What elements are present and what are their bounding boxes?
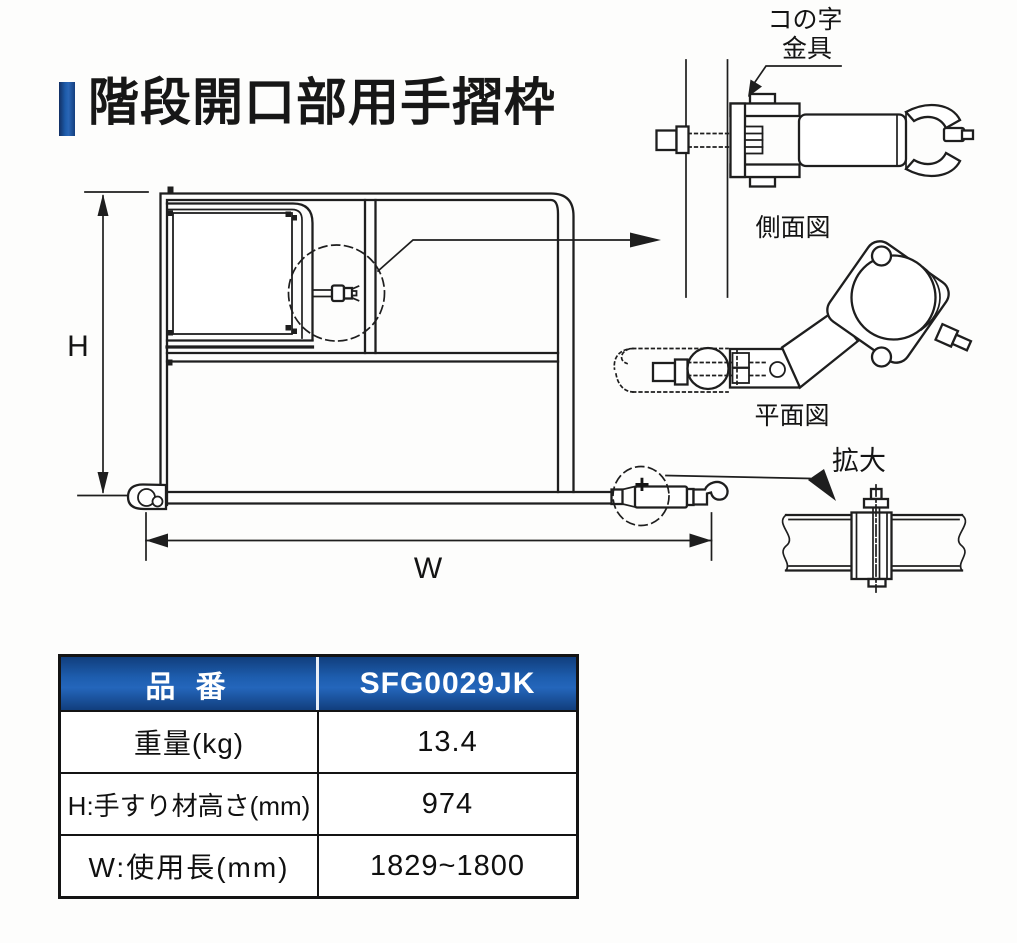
page-title: 階段開口部用手摺枠 xyxy=(88,74,557,131)
plan-bolt-nut xyxy=(673,358,689,386)
clamp-body xyxy=(797,113,908,168)
plan-bolt-head xyxy=(651,361,677,383)
outer-frame xyxy=(159,192,575,509)
page-header: 階段開口部用手摺枠 xyxy=(59,70,556,136)
turnbuckle xyxy=(610,485,695,509)
w-dimension: W xyxy=(145,512,713,585)
weight-label: 重量(kg) xyxy=(61,712,319,772)
height-label: H:手すり材高さ(mm) xyxy=(61,774,319,834)
left-hook-clamp xyxy=(126,483,168,511)
spec-row-weight: 重量(kg) 13.4 xyxy=(61,710,576,772)
lock-bolt-detail xyxy=(287,244,386,342)
detail-leader-arrow xyxy=(376,232,661,273)
length-label: W:使用長(mm) xyxy=(61,836,319,896)
side-view: コの字 金具 xyxy=(655,6,975,298)
right-hook xyxy=(692,480,729,506)
plus-mark: + xyxy=(634,469,649,499)
bolt-clamp xyxy=(850,484,893,593)
weight-value: 13.4 xyxy=(417,725,478,758)
technical-drawing: H xyxy=(67,6,975,593)
w-dimension-label: W xyxy=(414,552,443,585)
part-number-header: 品 番 xyxy=(61,657,319,710)
spec-table: 品 番 SFG0029JK 重量(kg) 13.4 H:手すり材高さ(mm) 9… xyxy=(58,654,579,899)
spec-row-height: H:手すり材高さ(mm) 974 xyxy=(61,772,576,834)
bracket-leader-arrow xyxy=(748,65,842,97)
inner-sliding-frame xyxy=(165,202,315,349)
plan-view: 平面図 xyxy=(613,240,973,430)
title-accent-bar xyxy=(59,82,75,136)
clamp-arm xyxy=(780,309,860,390)
bracket-label-line1: コの字 xyxy=(767,6,842,34)
plan-view-label: 平面図 xyxy=(754,402,829,430)
spec-row-length: W:使用長(mm) 1829~1800 xyxy=(61,834,576,896)
clamp-jaw xyxy=(904,103,975,178)
turnbuckle-detail-circle: + xyxy=(612,465,670,527)
part-number-value: SFG0029JK xyxy=(359,666,536,700)
enlarged-view: 拡大 xyxy=(665,446,967,593)
plate-details xyxy=(731,349,786,387)
enlarge-leader-arrow xyxy=(665,469,836,501)
bottom-bar: + xyxy=(126,465,729,527)
dotted-pipe xyxy=(613,347,729,393)
spec-table-header-row: 品 番 SFG0029JK xyxy=(61,657,576,710)
h-dimension: H xyxy=(67,191,149,497)
h-dimension-label: H xyxy=(67,330,89,363)
length-value: 1829~1800 xyxy=(370,849,525,882)
frame-bolt-marks xyxy=(166,186,297,366)
rotary-clamp xyxy=(826,240,973,368)
enlarge-label: 拡大 xyxy=(832,446,886,476)
height-value: 974 xyxy=(421,787,474,820)
side-view-label: 側面図 xyxy=(755,214,830,242)
u-bracket xyxy=(729,92,801,188)
swivel-ball xyxy=(686,346,730,391)
wall-bolt xyxy=(655,125,738,155)
bracket-label-line2: 金具 xyxy=(782,35,832,63)
main-elevation-view: H xyxy=(67,186,729,585)
